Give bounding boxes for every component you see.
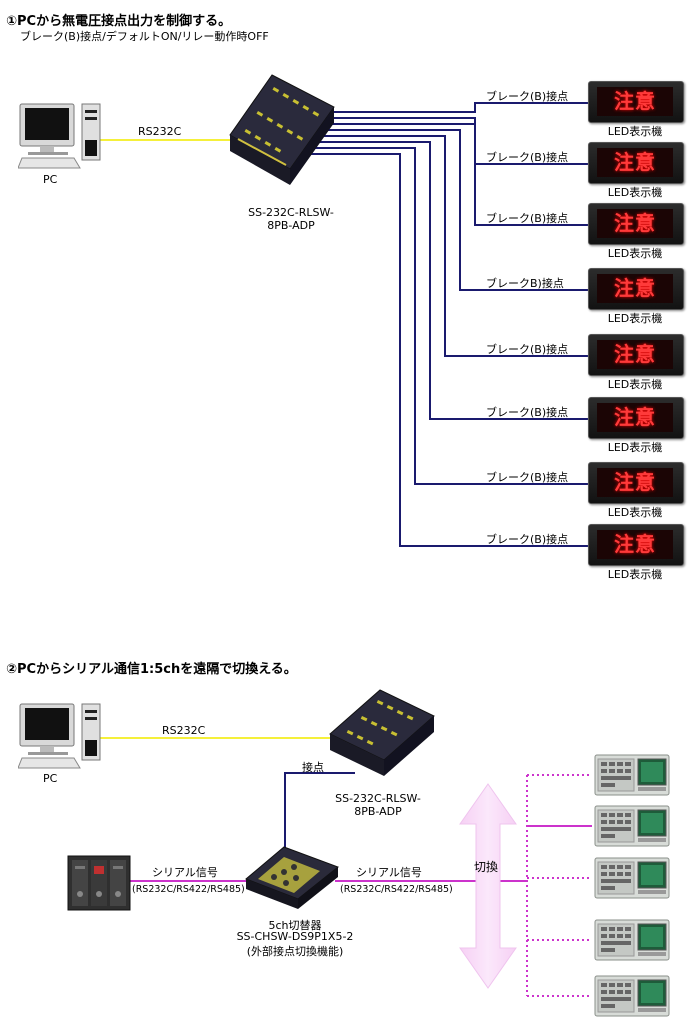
led-display-label-5: LED表示機: [607, 378, 663, 391]
contact-label: 接点: [302, 761, 324, 774]
switcher-line2: SS-CHSW-DS9P1X5-2: [236, 930, 354, 943]
contact-wire-1: [330, 102, 588, 113]
led-display-7: 注意: [588, 462, 684, 504]
serial-right-label: シリアル信号: [356, 866, 422, 879]
led-display-text: 注意: [597, 87, 673, 116]
led-display-text: 注意: [597, 468, 673, 497]
pc-computer-icon-2: [17, 700, 108, 770]
contact-label-8: ブレーク(B)接点: [486, 533, 569, 546]
led-display-label-3: LED表示機: [607, 247, 663, 260]
led-display-text: 注意: [597, 148, 673, 177]
switch-arrow-icon: [459, 783, 517, 989]
contact-wire-7: [282, 147, 588, 485]
contact-wire-4: [306, 129, 588, 291]
rs232c-label: RS232C: [138, 125, 182, 138]
contact-label-7: ブレーク(B)接点: [486, 471, 569, 484]
led-display-label-2: LED表示機: [607, 186, 663, 199]
section1-subtitle: ブレーク(B)接点/デフォルトON/リレー動作時OFF: [20, 30, 269, 43]
led-display-label-4: LED表示機: [607, 312, 663, 325]
relay-model-line2: 8PB-ADP: [267, 219, 315, 232]
led-display-label-8: LED表示機: [607, 568, 663, 581]
led-display-5: 注意: [588, 334, 684, 376]
contact-label-5: ブレーク(B)接点: [486, 343, 569, 356]
led-display-text: 注意: [597, 530, 673, 559]
pc-label-2: PC: [43, 772, 58, 785]
contact-wire-5: [298, 135, 588, 357]
led-display-label-7: LED表示機: [607, 506, 663, 519]
contact-label-4: ブレークB)接点: [486, 277, 564, 290]
contact-wire-3: [314, 123, 588, 226]
led-display-label-1: LED表示機: [607, 125, 663, 138]
led-display-text: 注意: [597, 274, 673, 303]
plc-controller-icon: [66, 850, 132, 912]
led-display-text: 注意: [597, 403, 673, 432]
rs232c-label-2: RS232C: [162, 724, 206, 737]
serial-terminal-icon-3: [594, 857, 670, 899]
contact-wire-8: [274, 153, 588, 547]
relay-board-icon-2: [328, 688, 436, 786]
contact-label-1: ブレーク(B)接点: [486, 90, 569, 103]
led-display-4: 注意: [588, 268, 684, 310]
contact-label-3: ブレーク(B)接点: [486, 212, 569, 225]
serial-branch-lines: [526, 774, 592, 997]
serial-right-sub: (RS232C/RS422/RS485): [340, 884, 453, 895]
relay2-model-line1: SS-232C-RLSW-: [335, 792, 421, 805]
section2-title: ②PCからシリアル通信1:5chを遠隔で切換える。: [6, 662, 297, 677]
serial-terminal-icon-5: [594, 975, 670, 1017]
contact-label-2: ブレーク(B)接点: [486, 151, 569, 164]
contact-label-6: ブレーク(B)接点: [486, 406, 569, 419]
relay-model-line1: SS-232C-RLSW-: [248, 206, 334, 219]
led-display-1: 注意: [588, 81, 684, 123]
serial-terminal-icon-4: [594, 919, 670, 961]
relay-board-icon: [228, 73, 336, 201]
pc-computer-icon: [17, 100, 108, 170]
relay2-model-line2: 8PB-ADP: [354, 805, 402, 818]
contact-wire: [284, 772, 355, 860]
led-display-6: 注意: [588, 397, 684, 439]
relay-output-wires: [274, 102, 588, 547]
led-display-text: 注意: [597, 340, 673, 369]
led-display-text: 注意: [597, 209, 673, 238]
switcher-line1: 5ch切替器: [268, 919, 322, 932]
switcher-line3: (外部接点切換機能): [246, 945, 344, 958]
serial-terminal-icon-2: [594, 805, 670, 847]
led-display-3: 注意: [588, 203, 684, 245]
switcher-device-icon: [244, 845, 340, 913]
section1-title: ①PCから無電圧接点出力を制御する。: [6, 14, 232, 29]
serial-left-label: シリアル信号: [152, 866, 218, 879]
switch-label: 切換: [474, 860, 499, 874]
serial-terminal-icon-1: [594, 754, 670, 796]
led-display-2: 注意: [588, 142, 684, 184]
serial-left-sub: (RS232C/RS422/RS485): [132, 884, 245, 895]
led-display-label-6: LED表示機: [607, 441, 663, 454]
contact-wire-6: [290, 141, 588, 420]
led-display-8: 注意: [588, 524, 684, 566]
pc-label: PC: [43, 173, 58, 186]
